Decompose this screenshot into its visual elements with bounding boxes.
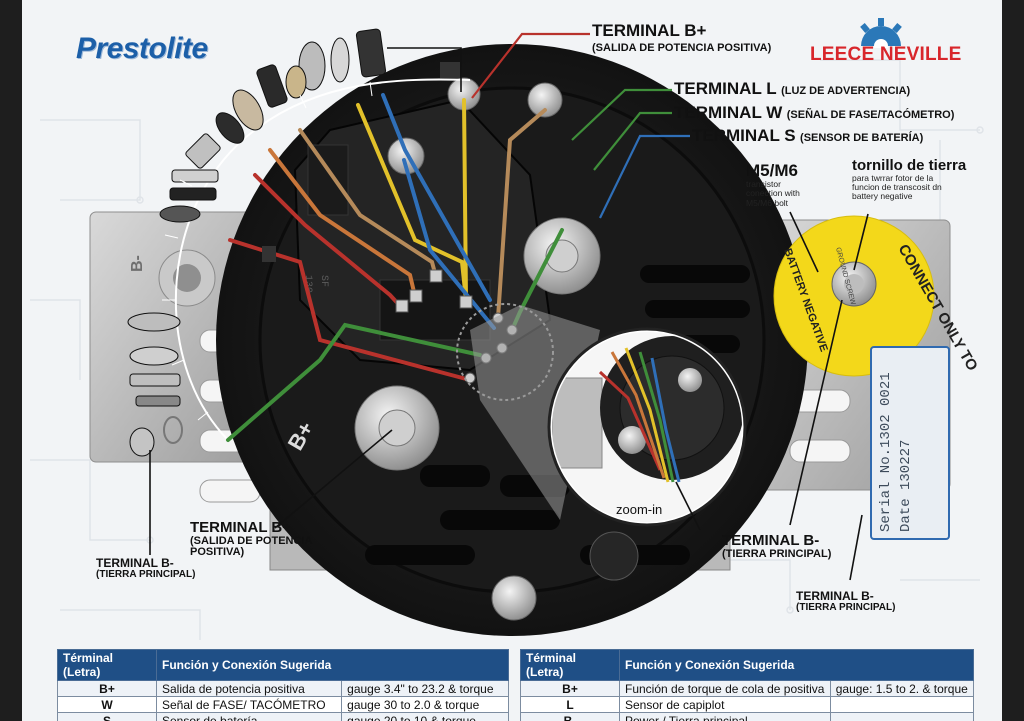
callout-b-plus-top-title: TERMINAL B+ [592, 21, 707, 40]
callout-b-minus-left-title: TERMINAL B- [96, 556, 174, 570]
terminal-table-left: Términal (Letra) Función y Conexión Suge… [57, 649, 509, 721]
table-row: B+ Salida de potencia positiva gauge 3.4… [57, 680, 509, 697]
serial-line-1: Serial No.1302 0021 [878, 372, 894, 532]
arc-ticks [162, 81, 373, 421]
callout-l: TERMINAL L (LUZ DE ADVERTENCIA) [674, 80, 910, 99]
housing-b-minus-label: B- [129, 255, 146, 272]
serial-plate: Serial No.1302 0021 Date 130227 [870, 346, 950, 540]
callout-s-sub: (SENSOR DE BATERÍA) [800, 132, 924, 144]
serial-line-2: Date 130227 [898, 439, 915, 532]
prestolite-logo: Prestolite [76, 32, 208, 65]
table-cell-terminal: B+ [57, 680, 157, 697]
zoom-lens-content [552, 332, 742, 522]
callout-l-title: TERMINAL L [674, 79, 777, 98]
table-left-header-terminal: Términal (Letra) [57, 649, 157, 681]
table-cell-terminal: L [520, 696, 620, 713]
table-cell-terminal: W [57, 696, 157, 713]
table-row: B- Power / Tierra principal [520, 712, 975, 721]
gear-icon [860, 18, 902, 48]
callout-b-plus-bottom-sub-1: (SALIDA DE POTENCIA [190, 534, 313, 547]
callout-b-minus-center-title: TERMINAL B- [722, 532, 820, 549]
zoom-in-label: zoom-in [616, 502, 663, 517]
callout-b-plus-top: TERMINAL B+ (SALIDA DE POTENCIA POSITIVA… [592, 22, 771, 54]
leece-neville-logo: LEECE NEVILLE [810, 44, 962, 65]
callout-b-minus-right: TERMINAL B- (TIERRA PRINCIPAL) [796, 590, 895, 613]
callout-b-minus-right-sub: (TIERRA PRINCIPAL) [796, 601, 896, 613]
table-right-header-function: Función y Conexión Sugerida [619, 649, 974, 681]
callout-b-minus-right-title: TERMINAL B- [796, 589, 874, 603]
callout-b-plus-top-sub: (SALIDA DE POTENCIA POSITIVA) [592, 41, 772, 54]
callout-m5-sub-2: conection with [746, 188, 800, 199]
callout-w: TERMINAL W (SEÑAL DE FASE/TACÓMETRO) [674, 104, 954, 123]
callout-b-minus-left-sub: (TIERRA PRINCIPAL) [96, 568, 196, 580]
callout-b-plus-bottom: TERMINAL B+ (SALIDA DE POTENCIA POSITIVA… [190, 520, 312, 559]
left-frame-edge [0, 0, 22, 721]
callout-b-minus-center-sub: (TIERRA PRINCIPAL) [722, 547, 832, 560]
callout-s: TERMINAL S (SENSOR DE BATERÍA) [692, 127, 923, 146]
callout-m5: M5/M6 transistor conection with M5/M6 bo… [746, 162, 800, 208]
table-right-header-terminal: Términal (Letra) [520, 649, 620, 681]
callout-w-sub: (SEÑAL DE FASE/TACÓMETRO) [786, 109, 955, 121]
table-cell-function: Power / Tierra principal [619, 712, 831, 721]
table-cell-gauge: gauge: 1.5 to 2. & torque [829, 680, 975, 697]
table-cell-terminal: B+ [520, 680, 620, 697]
table-cell-function: Sensor de capiplot [619, 696, 831, 713]
table-left-header-function: Función y Conexión Sugerida [156, 649, 509, 681]
callout-tornillo-sub-2: funcion de transcosit dn [852, 182, 942, 193]
terminal-table-right: Términal (Letra) Función y Conexión Suge… [520, 649, 975, 721]
terminal-posts [354, 77, 639, 621]
table-row: S Sensor de batería gauge 20 to 10 & tor… [57, 712, 509, 721]
table-row: L Sensor de capiplot [520, 696, 975, 713]
callout-m5-title: M5/M6 [746, 161, 798, 180]
callout-m5-sub-1: transistor [746, 178, 781, 189]
table-row: W Señal de FASE/ TACÓMETRO gauge 30 to 2… [57, 696, 509, 713]
callout-tornillo-sub-1: para twrrar fotor de la [852, 172, 934, 183]
table-row: B+ Función de torque de cola de positiva… [520, 680, 975, 697]
table-cell-terminal: S [57, 712, 157, 721]
zoom-source-ring [456, 303, 554, 401]
table-cell-function: Salida de potencia positiva [155, 680, 343, 697]
callout-tornillo-title: tornillo de tierra [852, 157, 967, 174]
table-cell-gauge [829, 696, 975, 713]
table-cell-function: Sensor de batería [155, 712, 343, 721]
table-cell-function: Función de torque de cola de positiva [619, 680, 831, 697]
right-frame-edge [1002, 0, 1024, 721]
callout-b-minus-center: TERMINAL B- (TIERRA PRINCIPAL) [722, 533, 831, 560]
table-cell-gauge: gauge 3.4" to 23.2 & torque [341, 680, 509, 697]
table-cell-gauge [829, 712, 975, 721]
callout-w-title: TERMINAL W [674, 103, 783, 122]
table-cell-function: Señal de FASE/ TACÓMETRO [155, 696, 343, 713]
callout-b-minus-left: TERMINAL B- (TIERRA PRINCIPAL) [96, 557, 195, 580]
callout-tornillo-sub-3: battery negative [852, 191, 913, 202]
callout-m5-sub-3: M5/M6 bolt [746, 197, 789, 208]
callout-s-title: TERMINAL S [692, 126, 796, 145]
callout-tornillo: tornillo de tierra para twrrar fotor de … [852, 158, 966, 202]
callout-b-plus-bottom-title: TERMINAL B+ [190, 519, 291, 536]
table-cell-gauge: gauge 30 to 2.0 & torque [341, 696, 509, 713]
leader-lines [149, 32, 869, 581]
callout-l-sub: (LUZ DE ADVERTENCIA) [781, 85, 911, 97]
regulator-code-1: SF [318, 275, 329, 287]
table-cell-terminal: B- [520, 712, 620, 721]
table-cell-gauge: gauge 20 to 10 & torque [341, 712, 509, 721]
callout-b-plus-bottom-sub-2: POSITIVA) [190, 546, 245, 559]
exploded-hardware [127, 28, 387, 457]
